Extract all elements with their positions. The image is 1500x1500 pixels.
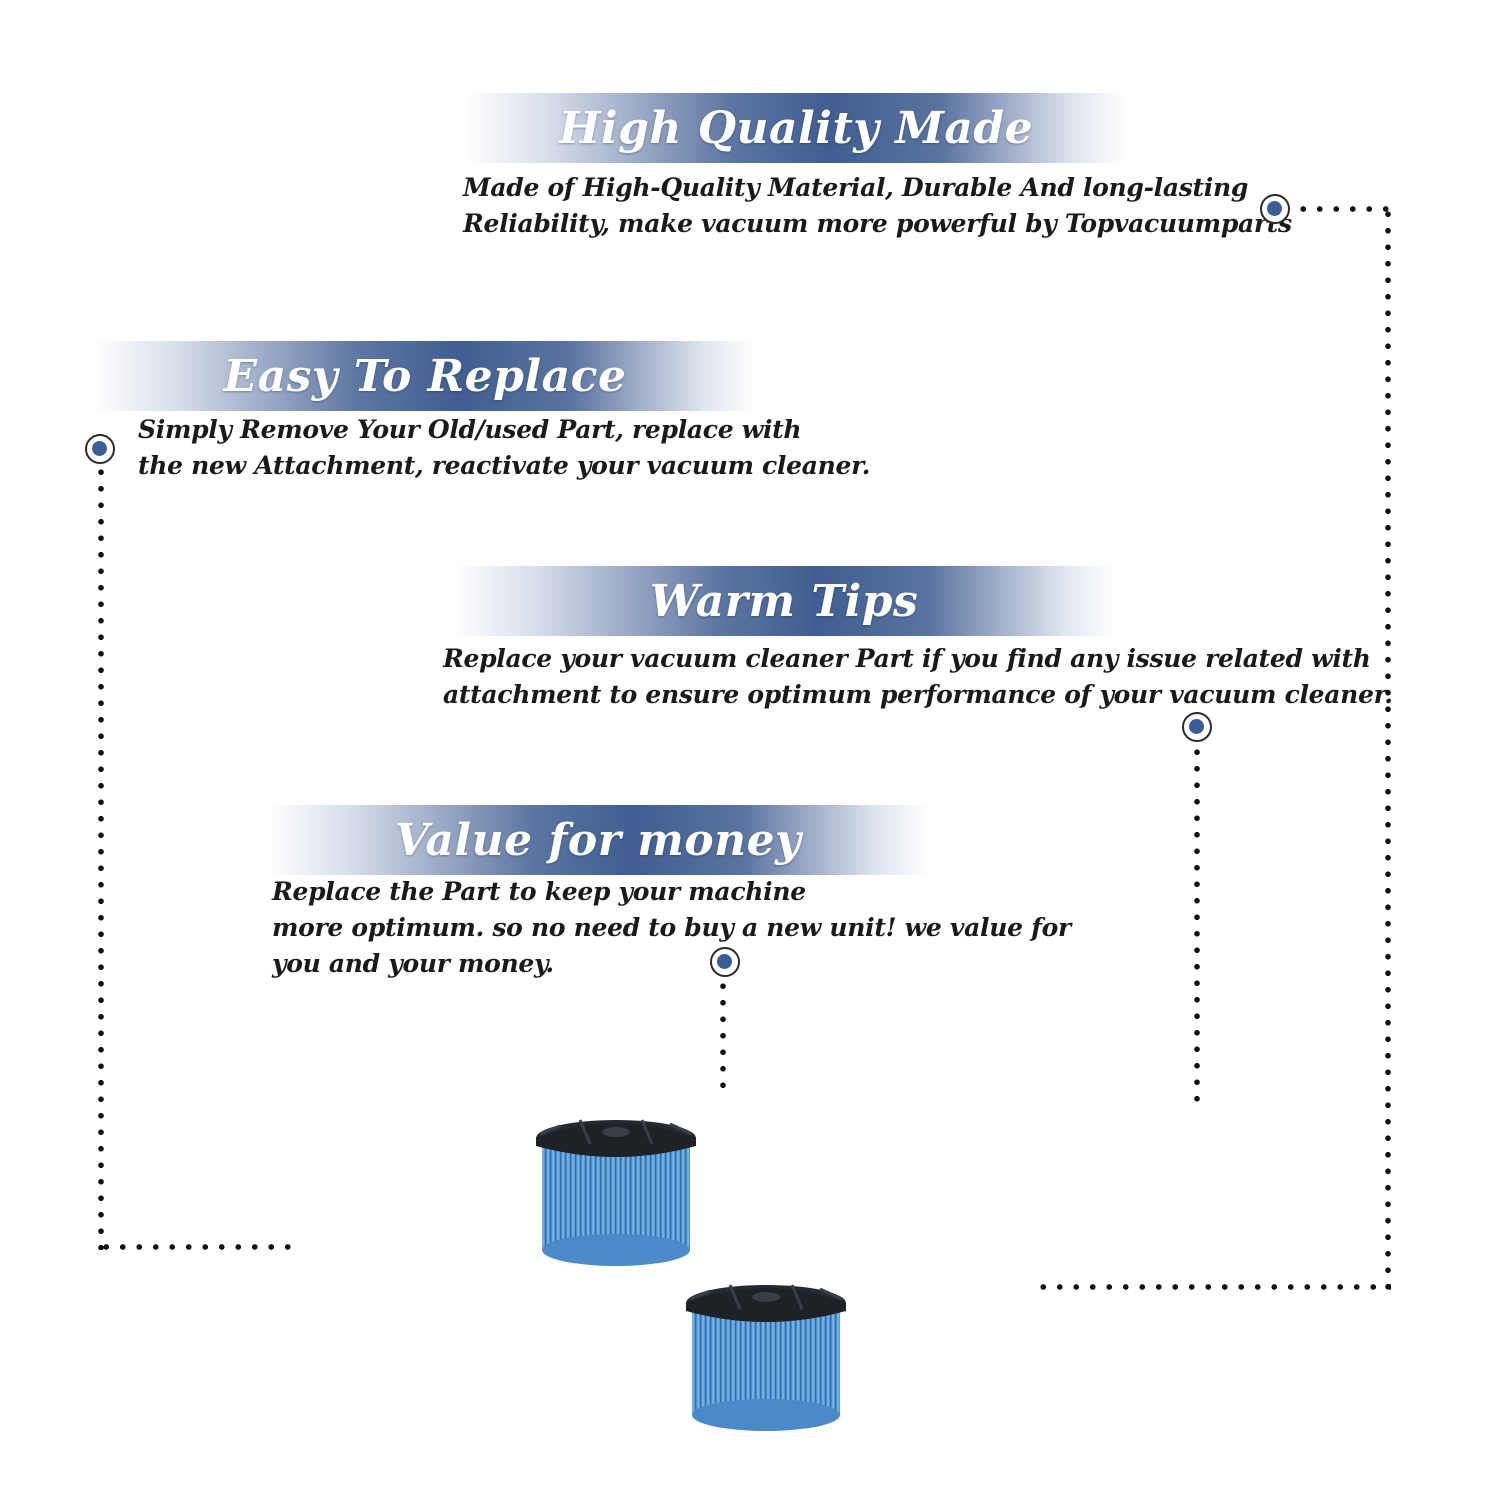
description-easy-replace: Simply Remove Your Old/used Part, replac… [138, 412, 870, 484]
description-line: more optimum. so no need to buy a new un… [272, 913, 1071, 942]
banner-easy-replace: Easy To Replace [95, 341, 755, 411]
connector-line [720, 978, 726, 1090]
description-warm-tips: Replace your vacuum cleaner Part if you … [443, 641, 1393, 713]
connector-line [1194, 744, 1200, 1108]
connector-line [1295, 206, 1390, 212]
banner-value-money: Value for money [268, 805, 928, 875]
marker-dot-icon [85, 434, 115, 464]
description-line: you and your money. [272, 949, 554, 978]
connector-line [98, 1244, 298, 1250]
description-line: Simply Remove Your Old/used Part, replac… [138, 415, 802, 444]
banner-title: Easy To Replace [223, 350, 627, 402]
banner-warm-tips: Warm Tips [454, 566, 1114, 636]
description-line: Replace the Part to keep your machine [272, 877, 806, 906]
marker-dot-icon [710, 947, 740, 977]
connector-line [98, 464, 104, 1250]
banner-high-quality: High Quality Made [466, 93, 1126, 163]
filter-2-icon [686, 1284, 846, 1431]
marker-dot-icon [1182, 712, 1212, 742]
filter-1-icon [536, 1119, 696, 1266]
description-line: Replace your vacuum cleaner Part if you … [443, 644, 1371, 673]
banner-title: Value for money [394, 814, 802, 866]
description-line: attachment to ensure optimum performance… [443, 680, 1393, 709]
description-value-money: Replace the Part to keep your machine mo… [272, 874, 1071, 982]
vacuum-filter-pair-icon [536, 1119, 846, 1431]
description-line: the new Attachment, reactivate your vacu… [138, 451, 871, 480]
marker-dot-icon [1260, 194, 1290, 224]
banner-title: Warm Tips [649, 575, 919, 627]
description-line: Reliability, make vacuum more powerful b… [463, 209, 1292, 238]
description-high-quality: Made of High-Quality Material, Durable A… [463, 170, 1292, 242]
connector-line [1385, 206, 1391, 1290]
connector-line [1035, 1284, 1391, 1290]
description-line: Made of High-Quality Material, Durable A… [463, 173, 1249, 202]
banner-title: High Quality Made [558, 102, 1034, 154]
